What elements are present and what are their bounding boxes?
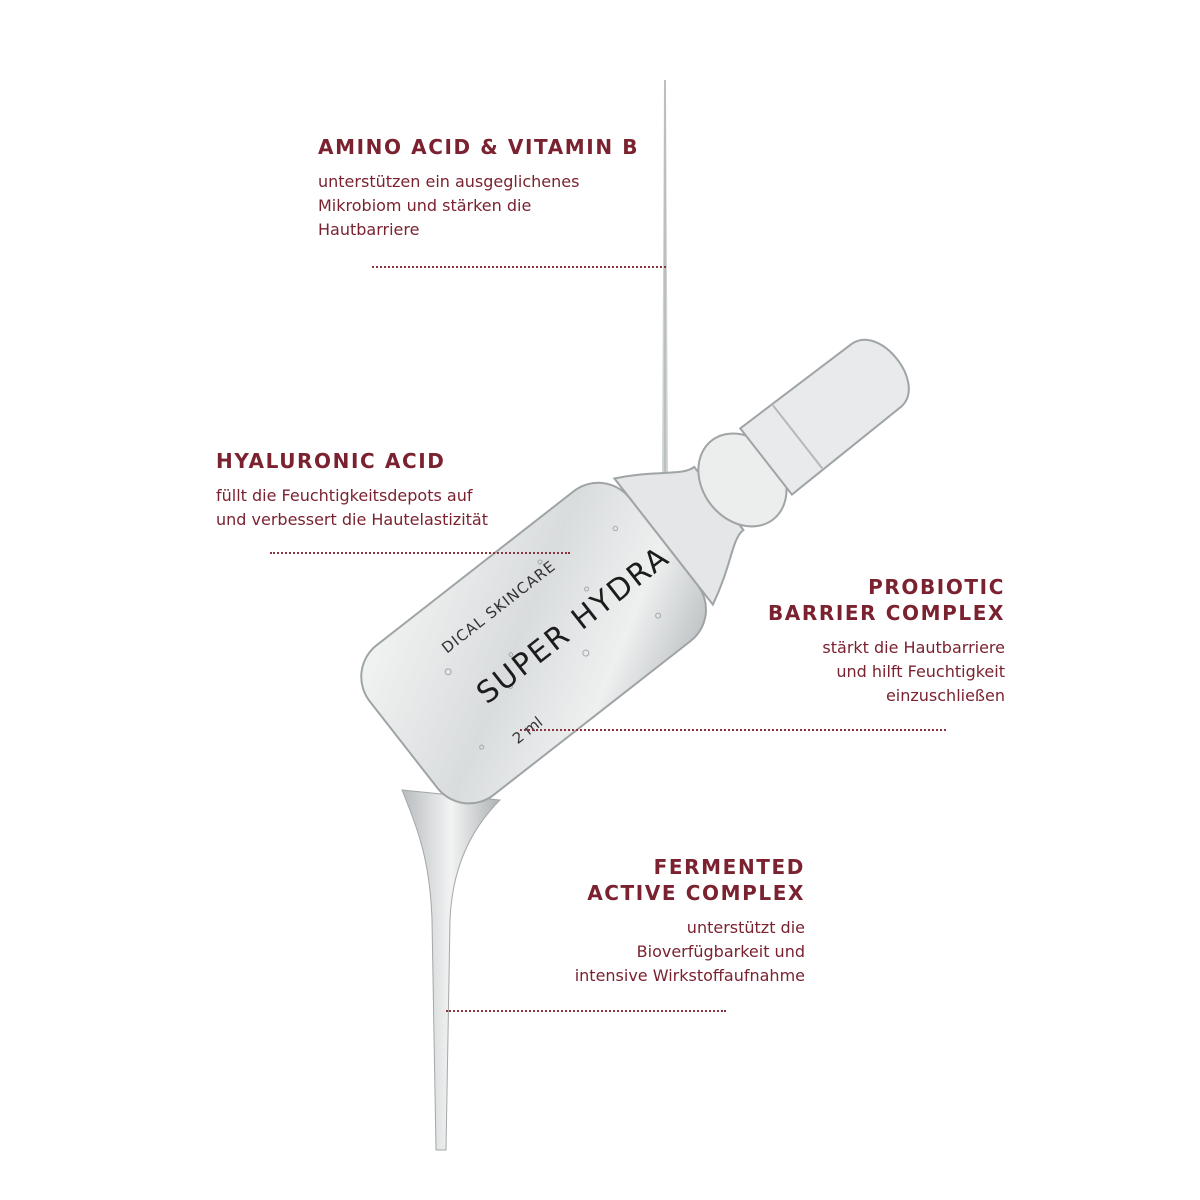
ingredient-description: unterstützen ein ausgeglichenes Mikrobio… [318,172,580,239]
ingredient-fermented-complex: FERMENTED ACTIVE COMPLEX unterstützt die… [575,854,805,988]
dotted-divider [372,266,666,268]
ingredient-description: unterstützt die Bioverfügbarkeit und int… [574,918,805,985]
ingredient-title: FERMENTED ACTIVE COMPLEX [587,855,805,905]
dotted-divider [520,729,946,731]
ampoule: SUPER HYDRA DICAL SKINCARE 2 ml [360,338,910,805]
ingredient-description: stärkt die Hautbarriere und hilft Feucht… [822,638,1005,705]
ingredient-title: PROBIOTIC BARRIER COMPLEX [767,575,1005,625]
ingredient-title: AMINO ACID & VITAMIN B [318,135,640,159]
liquid-drip [401,789,502,1151]
dotted-divider [446,1010,726,1012]
ingredient-hyaluronic-acid: HYALURONIC ACID füllt die Feuchtigkeitsd… [216,448,488,532]
ingredient-amino-acid: AMINO ACID & VITAMIN B unterstützen ein … [318,134,639,242]
dotted-divider [270,552,570,554]
ingredient-probiotic-complex: PROBIOTIC BARRIER COMPLEX stärkt die Hau… [768,574,1005,708]
ingredient-title: HYALURONIC ACID [216,449,446,473]
ingredient-description: füllt die Feuchtigkeitsdepots auf und ve… [216,486,488,529]
